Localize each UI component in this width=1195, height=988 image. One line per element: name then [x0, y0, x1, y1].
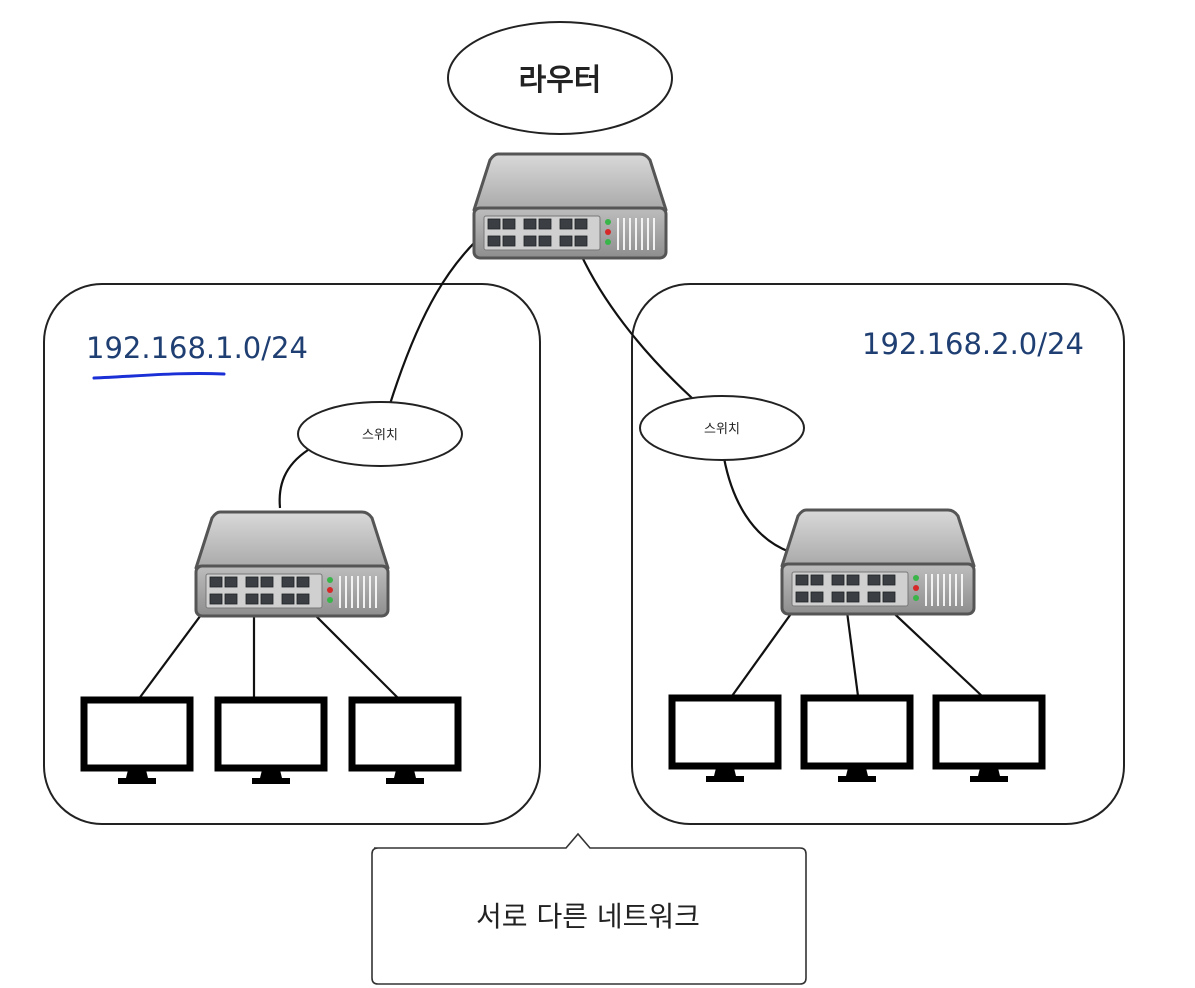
network-cidr-left: 192.168.1.0/24: [86, 331, 308, 365]
callout-box: [371, 832, 807, 985]
pc-monitor-icon-left-1: [84, 700, 190, 784]
network-area-right: [631, 283, 1125, 825]
cable-switchlabel-to-switch-right: [722, 457, 791, 554]
switch-label-bubble-right: [639, 395, 805, 461]
cable-switch-right-pc-2: [844, 603, 860, 697]
pc-monitor-icon-left-3: [352, 700, 458, 784]
switch-icon-left: [194, 510, 390, 618]
switch-label-left: 스위치: [362, 428, 398, 443]
pc-monitor-icon-left-2: [218, 700, 324, 784]
callout-text: 서로 다른 네트워크: [476, 900, 700, 933]
router-label-bubble: [447, 21, 673, 135]
pc-monitor-icon-right-3: [936, 698, 1042, 782]
cable-switch-right-pc-3: [883, 603, 983, 697]
cable-switchlabel-to-switch-left: [278, 449, 309, 509]
network-area-left: [43, 283, 541, 825]
switch-icon-right: [780, 508, 976, 616]
network-cidr-right: 192.168.2.0/24: [862, 327, 1084, 361]
cidr-highlight-underline: [92, 371, 226, 380]
cable-router-to-switch-right: [576, 247, 693, 399]
pc-monitor-icon-right-1: [672, 698, 778, 782]
router-icon: [472, 152, 668, 260]
pc-monitor-icon-right-2: [804, 698, 910, 782]
cable-switch-right-pc-1: [731, 603, 799, 697]
router-label: 라우터: [519, 63, 602, 98]
switch-label-right: 스위치: [704, 422, 740, 437]
switch-label-bubble-left: [297, 401, 463, 467]
